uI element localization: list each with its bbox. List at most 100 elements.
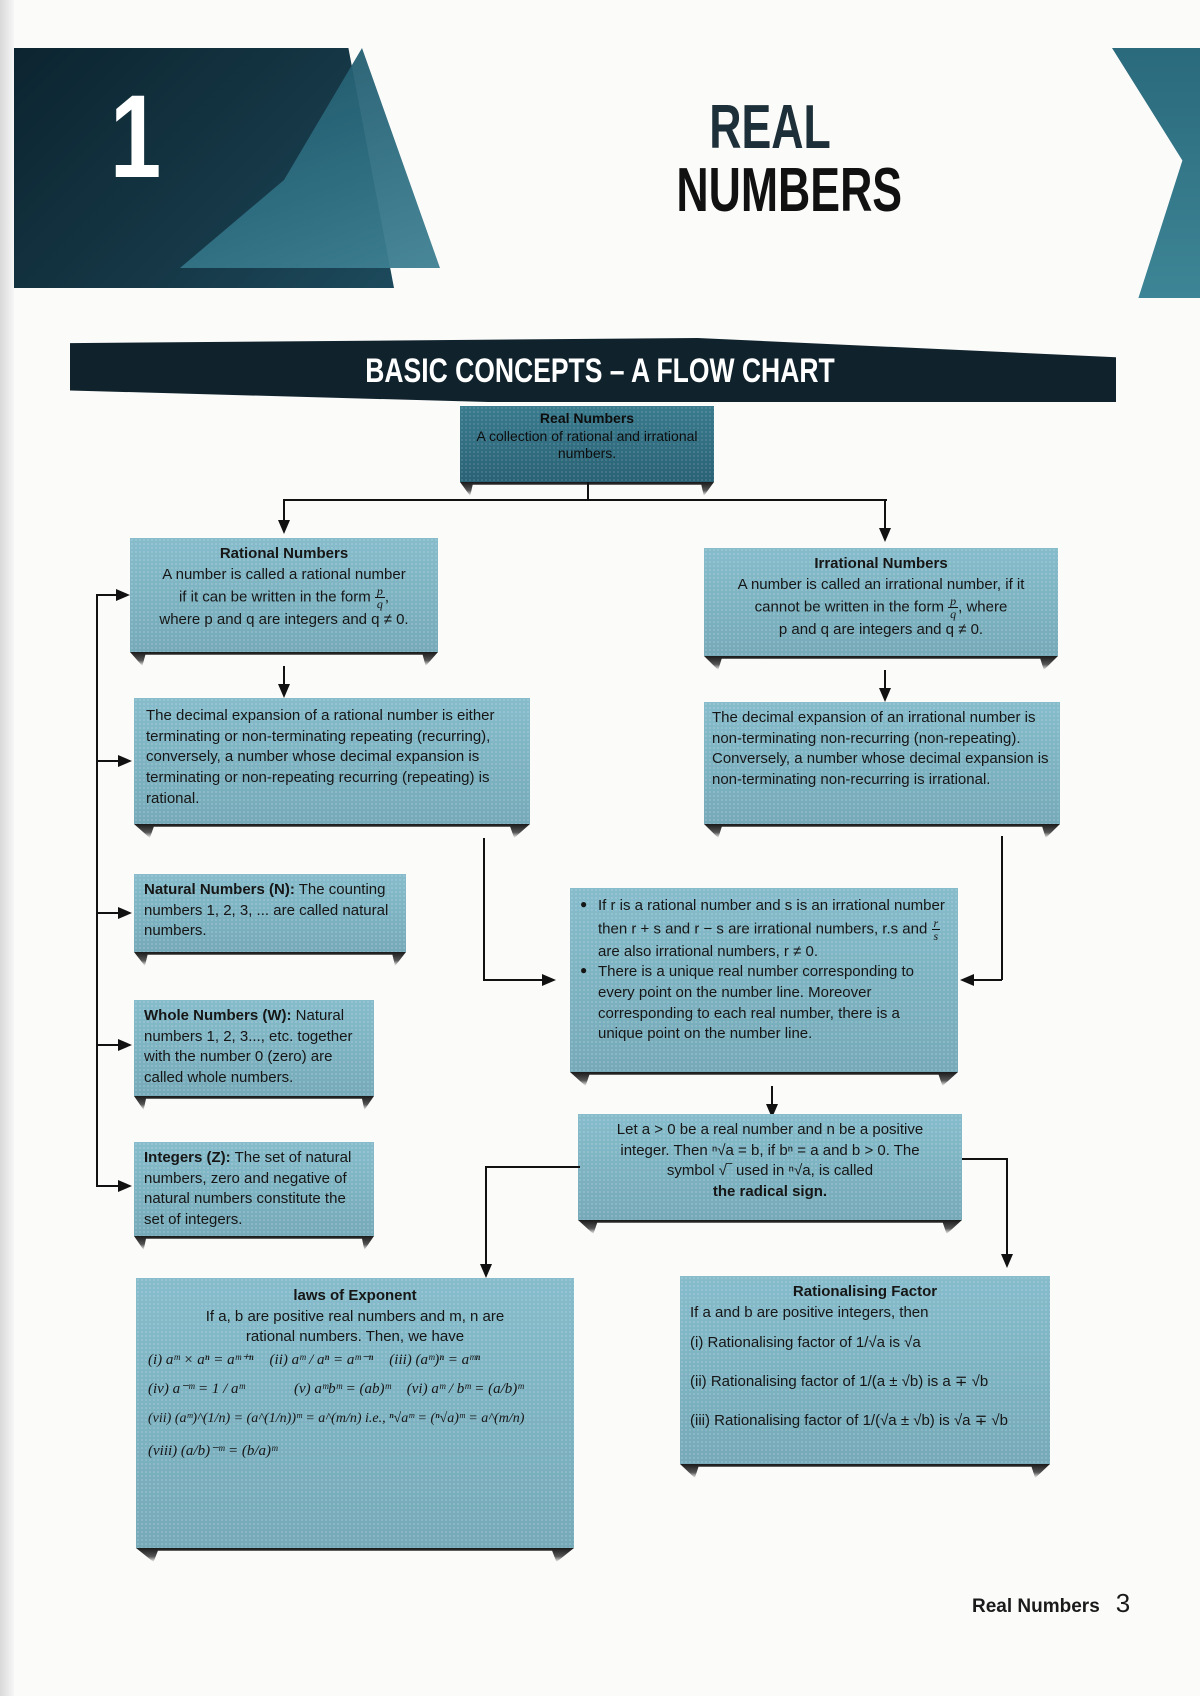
arrow-right-icon bbox=[118, 1180, 132, 1192]
box-properties: If r is a rational number and s is an ir… bbox=[570, 888, 958, 1072]
irrational-line1: A number is called an irrational number,… bbox=[737, 575, 1025, 593]
exponent-laws-row3: (vii) (aᵐ)^(1/n) = (a^(1/n))ᵐ = a^(m/n) … bbox=[148, 1409, 562, 1428]
whole-label: Whole Numbers (W): bbox=[144, 1007, 292, 1024]
chapter-title: REAL NUMBERS bbox=[640, 93, 903, 226]
connector bbox=[587, 482, 589, 500]
box-rational-numbers: Rational Numbers A number is called a ra… bbox=[130, 538, 438, 652]
exponent-laws-row2: (iv) a⁻ᵐ = 1 / aᵐ (v) aᵐbᵐ = (ab)ᵐ (vi) … bbox=[148, 1379, 562, 1400]
arrow-down-icon bbox=[879, 688, 891, 702]
chapter-number: 1 bbox=[110, 71, 162, 203]
irrational-decimal-text: The decimal expansion of an irrational n… bbox=[712, 709, 1049, 789]
rational-line1: A number is called a rational number bbox=[162, 565, 406, 583]
arrow-down-icon bbox=[879, 528, 891, 542]
irrational-line3: p and q are integers and q ≠ 0. bbox=[778, 621, 984, 639]
connector bbox=[96, 594, 98, 1186]
rationalising-intro: If a and b are positive integers, then bbox=[690, 1303, 929, 1321]
box-irrational-numbers: Irrational Numbers A number is called an… bbox=[704, 548, 1058, 656]
arrow-left-icon bbox=[960, 974, 974, 986]
page-edge bbox=[0, 0, 14, 1696]
exponent-law: (vi) aᵐ / bᵐ = (a/b)ᵐ bbox=[406, 1380, 524, 1397]
exponent-laws-row4: (viii) (a/b)⁻ᵐ = (b/a)ᵐ bbox=[148, 1441, 562, 1462]
integers-text: The set of natural numbers, zero and neg… bbox=[144, 1149, 352, 1229]
connector bbox=[962, 1158, 1008, 1160]
real-numbers-title: Real Numbers bbox=[539, 410, 635, 426]
arrow-right-icon bbox=[542, 974, 556, 986]
natural-label: Natural Numbers (N): bbox=[144, 881, 295, 898]
arrow-right-icon bbox=[118, 755, 132, 767]
connector bbox=[485, 1166, 580, 1168]
connector bbox=[96, 1185, 120, 1187]
connector bbox=[771, 1086, 773, 1106]
connector bbox=[485, 1166, 487, 1266]
arrow-right-icon bbox=[118, 907, 132, 919]
exponent-law: (vii) (aᵐ)^(1/n) = (a^(1/n))ᵐ = a^(m/n) … bbox=[148, 1411, 525, 1427]
page-number: 3 bbox=[1115, 1588, 1131, 1618]
rational-title: Rational Numbers bbox=[219, 545, 349, 562]
connector bbox=[283, 666, 285, 686]
connector bbox=[1001, 836, 1003, 980]
connector bbox=[1006, 1158, 1008, 1256]
box-radical-sign: Let a > 0 be a real number and n be a po… bbox=[578, 1114, 962, 1220]
box-irrational-decimal: The decimal expansion of an irrational n… bbox=[704, 702, 1060, 824]
arrow-down-icon bbox=[278, 520, 290, 534]
rational-decimal-text: The decimal expansion of a rational numb… bbox=[146, 707, 495, 807]
box-laws-of-exponent: laws of Exponent If a, b are positive re… bbox=[136, 1278, 574, 1548]
connector bbox=[283, 499, 887, 501]
property-item: There is a unique real number correspond… bbox=[580, 962, 948, 1045]
exponent-law: (iii) (aᵐ)ⁿ = aᵐⁿ bbox=[389, 1352, 481, 1369]
properties-list: If r is a rational number and s is an ir… bbox=[580, 896, 948, 1045]
rational-line3: where p and q are integers and q ≠ 0. bbox=[159, 611, 409, 629]
irrational-title: Irrational Numbers bbox=[814, 555, 948, 572]
exponent-intro2: rational numbers. Then, we have bbox=[245, 1328, 465, 1346]
page-footer: Real Numbers 3 bbox=[972, 1588, 1130, 1619]
exponent-law: (v) aᵐbᵐ = (ab)ᵐ bbox=[294, 1380, 391, 1397]
header-right-chevron bbox=[1112, 48, 1200, 298]
connector bbox=[96, 594, 118, 596]
natural-text: The counting numbers 1, 2, 3, ... are ca… bbox=[144, 881, 389, 940]
arrow-right-icon bbox=[118, 1039, 132, 1051]
connector bbox=[483, 979, 543, 981]
radical-line1: Let a > 0 be a real number and n be a po… bbox=[616, 1121, 924, 1138]
radical-line3: symbol √‾ used in ⁿ√a, is called bbox=[666, 1162, 874, 1180]
box-rationalising-factor: Rationalising Factor If a and b are posi… bbox=[680, 1276, 1050, 1464]
section-title: BASIC CONCEPTS – A FLOW CHART bbox=[365, 352, 835, 390]
connector bbox=[96, 760, 120, 762]
running-title: Real Numbers bbox=[972, 1596, 1100, 1617]
property-item: If r is a rational number and s is an ir… bbox=[580, 896, 948, 962]
arrow-down-icon bbox=[1001, 1254, 1013, 1268]
integers-label: Integers (Z): bbox=[144, 1149, 231, 1166]
rationalising-item: (ii) Rationalising factor of 1/(a ± √b) … bbox=[690, 1373, 989, 1391]
box-whole-numbers: Whole Numbers (W): Natural numbers 1, 2,… bbox=[134, 1000, 374, 1096]
arrow-down-icon bbox=[278, 684, 290, 698]
rationalising-item: (i) Rationalising factor of 1/√a is √a bbox=[690, 1334, 921, 1352]
exponent-law: (viii) (a/b)⁻ᵐ = (b/a)ᵐ bbox=[148, 1442, 278, 1459]
connector bbox=[972, 979, 1002, 981]
chapter-title-line2: NUMBERS bbox=[676, 156, 903, 226]
rationalising-title: Rationalising Factor bbox=[792, 1283, 938, 1300]
exponent-law: (iv) a⁻ᵐ = 1 / aᵐ bbox=[148, 1380, 245, 1397]
connector bbox=[884, 499, 886, 529]
connector bbox=[96, 912, 120, 914]
box-integers: Integers (Z): The set of natural numbers… bbox=[134, 1142, 374, 1236]
chapter-title-line1: REAL bbox=[709, 93, 831, 162]
radical-line2: integer. Then ⁿ√a = b, if bⁿ = a and b >… bbox=[620, 1141, 920, 1159]
arrow-down-icon bbox=[480, 1264, 492, 1278]
exponent-law: (i) aᵐ × aⁿ = aᵐ⁺ⁿ bbox=[148, 1352, 254, 1369]
exponent-law: (ii) aᵐ / aⁿ = aᵐ⁻ⁿ bbox=[269, 1352, 374, 1369]
exponent-title: laws of Exponent bbox=[293, 1287, 417, 1304]
connector bbox=[96, 1044, 120, 1046]
connector bbox=[483, 838, 485, 980]
connector bbox=[283, 499, 285, 521]
exponent-laws-row1: (i) aᵐ × aⁿ = aᵐ⁺ⁿ (ii) aᵐ / aⁿ = aᵐ⁻ⁿ (… bbox=[148, 1350, 562, 1371]
exponent-intro1: If a, b are positive real numbers and m,… bbox=[205, 1307, 505, 1325]
radical-line4: the radical sign. bbox=[712, 1183, 828, 1201]
rationalising-item: (iii) Rationalising factor of 1/(√a ± √b… bbox=[690, 1411, 1009, 1429]
whole-text: Natural numbers 1, 2, 3..., etc. togethe… bbox=[144, 1007, 353, 1087]
box-rational-decimal: The decimal expansion of a rational numb… bbox=[134, 698, 530, 824]
